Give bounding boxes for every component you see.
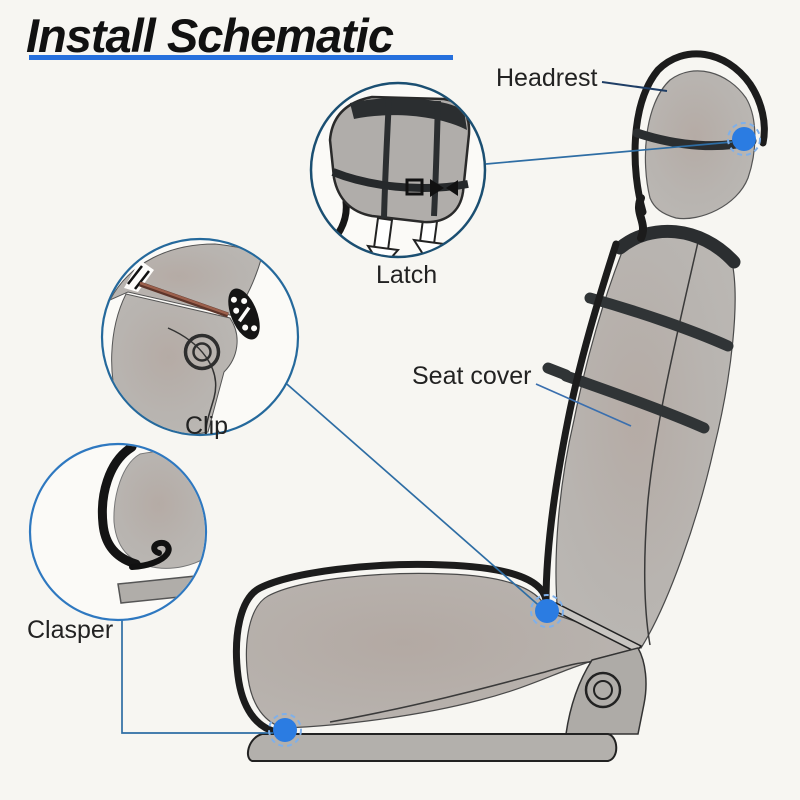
latch-buckle-frame bbox=[405, 178, 424, 196]
headrest-pointer-line bbox=[601, 81, 668, 92]
latch-connector-line bbox=[485, 141, 733, 165]
clip-cord bbox=[139, 281, 229, 316]
title-underline bbox=[29, 55, 453, 60]
recliner-hinge-outer bbox=[584, 671, 622, 709]
clip-detail-icon bbox=[108, 243, 263, 434]
clasper-connector-line bbox=[121, 620, 273, 734]
clip-callout bbox=[100, 237, 300, 437]
latch-callout bbox=[309, 81, 487, 259]
headrest-cover-edge bbox=[631, 50, 768, 216]
seat-back-strap-upper bbox=[584, 292, 734, 352]
clasper-s-hook bbox=[129, 539, 172, 570]
clasper-callout bbox=[28, 442, 208, 622]
seat-cushion-cover-edge bbox=[232, 560, 550, 736]
headrest-post bbox=[635, 194, 647, 242]
seat-cover-label: Seat cover bbox=[412, 362, 532, 390]
clip-notch-stripes bbox=[127, 265, 150, 290]
latch-buckle-tongue bbox=[430, 179, 458, 197]
page-title: Install Schematic bbox=[26, 9, 394, 62]
clip-fastener bbox=[228, 288, 260, 340]
headrest-attachment-dot bbox=[727, 122, 761, 156]
attachment-dots bbox=[268, 122, 761, 747]
cushion-attachment-dot bbox=[268, 713, 302, 747]
latch-label: Latch bbox=[376, 261, 438, 289]
clip-label: Clip bbox=[185, 412, 229, 440]
seat-back-attachment-dot bbox=[530, 594, 564, 628]
clasper-edge-band bbox=[97, 445, 141, 569]
clasper-label: Clasper bbox=[27, 616, 114, 644]
clip-notch bbox=[124, 260, 154, 292]
latch-vertical-strap-left bbox=[381, 98, 392, 219]
base-plate bbox=[246, 733, 618, 762]
clasper-seat-corner bbox=[113, 451, 205, 569]
clip-connector-line bbox=[279, 377, 545, 611]
seat-back-seam bbox=[644, 241, 699, 646]
seat-back-strap-lower bbox=[560, 370, 710, 434]
clasper-detail-icon bbox=[97, 445, 205, 604]
seat-back-top-band bbox=[613, 224, 741, 269]
clip-grommet-outer bbox=[183, 333, 221, 371]
seat-cover-pointer-line bbox=[535, 383, 632, 427]
seat-cushion-seam bbox=[329, 661, 593, 723]
seat-back-cover-edge bbox=[542, 240, 620, 606]
recliner-hinge-inner bbox=[593, 680, 613, 700]
seat-back bbox=[542, 224, 741, 649]
connector-lines bbox=[121, 81, 733, 734]
clip-grommet-inner bbox=[192, 342, 212, 362]
latch-vertical-strap-right bbox=[431, 100, 441, 217]
seat-base bbox=[246, 602, 647, 762]
headrest-label: Headrest bbox=[496, 64, 598, 92]
